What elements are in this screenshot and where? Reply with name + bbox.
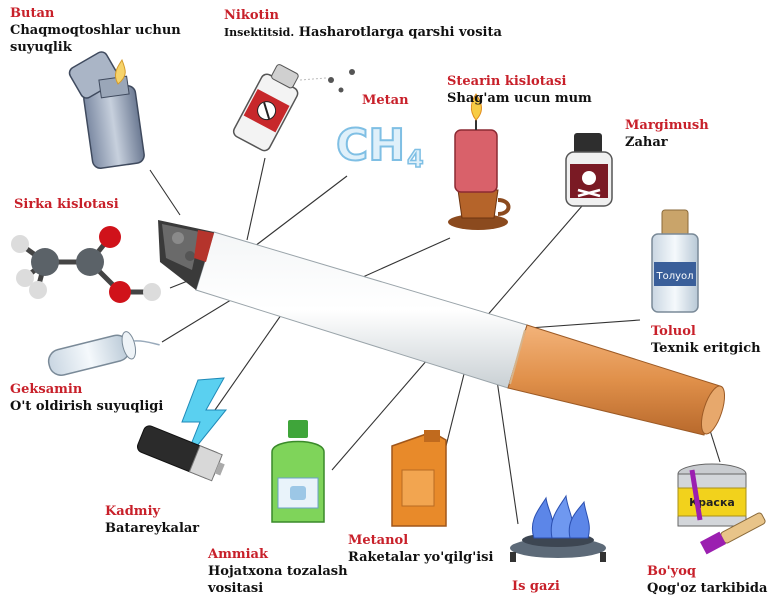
toluol-desc: Texnik eritgich <box>651 341 761 356</box>
kadmiy-title: Kadmiy <box>105 504 161 519</box>
label-nikotin: Nikotin Insektitsid. Hasharotlarga qarsh… <box>224 7 502 41</box>
isgazi-title: Is gazi <box>512 579 560 594</box>
metanol-desc: Raketalar yo'qilg'isi <box>348 550 494 565</box>
paint-can-icon: Краска <box>677 463 766 555</box>
methane-formula-text: CH <box>336 120 405 171</box>
label-boyoq: Bo'yoq Qog'oz tarkibida <box>647 563 767 597</box>
methane-formula-icon: CH 4 <box>335 119 424 174</box>
canister-icon <box>391 430 447 527</box>
metan-title: Metan <box>362 93 409 108</box>
geksamin-title: Geksamin <box>10 382 83 397</box>
toluene-bottle-icon: Толуол <box>651 209 699 313</box>
label-margimush: Margimush Zahar <box>625 117 709 151</box>
ammiak-title: Ammiak <box>208 547 268 562</box>
battery-icon <box>136 377 228 482</box>
label-toluol: Toluol Texnik eritgich <box>651 323 761 357</box>
nikotin-desc: Hasharotlarga qarshi vosita <box>298 25 502 40</box>
label-kadmiy: Kadmiy Batareykalar <box>105 503 199 537</box>
label-metan: Metan <box>362 92 409 109</box>
insect-icon <box>299 69 355 93</box>
label-sirka: Sirka kislotasi <box>14 196 119 213</box>
label-ammiak: Ammiak Hojatxona tozalash vositasi <box>208 546 348 597</box>
poison-bottle-icon <box>565 133 613 207</box>
butan-desc: Chaqmoqtoshlar uchun suyuqlik <box>10 23 181 55</box>
butan-title: Butan <box>10 6 55 21</box>
cigarette-icon <box>158 220 726 436</box>
margimush-desc: Zahar <box>625 135 668 150</box>
sirka-title: Sirka kislotasi <box>14 197 119 212</box>
boyoq-desc: Qog'oz tarkibida <box>647 581 768 596</box>
ammiak-desc: Hojatxona tozalash vositasi <box>208 564 348 596</box>
toluene-bottle-label: Толуол <box>655 271 693 282</box>
label-metanol: Metanol Raketalar yo'qilg'isi <box>348 532 493 566</box>
geksamin-desc: O't oldirish suyuqligi <box>10 399 164 414</box>
paint-can-label: Краска <box>689 496 735 509</box>
label-geksamin: Geksamin O't oldirish suyuqligi <box>10 381 163 415</box>
nikotin-title: Nikotin <box>224 8 279 23</box>
label-stearin: Stearin kislotasi Shag'am ucun mum <box>447 73 592 107</box>
label-butan: Butan Chaqmoqtoshlar uchun suyuqlik <box>10 5 190 56</box>
stearin-title: Stearin kislotasi <box>447 74 567 89</box>
toluol-title: Toluol <box>651 324 696 339</box>
margimush-title: Margimush <box>625 118 709 133</box>
boyoq-title: Bo'yoq <box>647 564 696 579</box>
methane-formula-sub: 4 <box>407 145 424 173</box>
stearin-desc: Shag'am ucun mum <box>447 91 592 106</box>
kadmiy-desc: Batareykalar <box>105 521 200 536</box>
gas-burner-icon <box>510 494 606 562</box>
nikotin-desc-small: Insektitsid. <box>224 26 295 39</box>
metanol-title: Metanol <box>348 533 409 548</box>
molecule-icon <box>11 226 161 303</box>
test-tube-icon <box>47 331 160 376</box>
spray-icon <box>232 64 299 152</box>
candle-icon <box>448 93 511 230</box>
label-isgazi: Is gazi <box>512 578 560 595</box>
cleaner-bottle-icon <box>271 420 325 523</box>
lighter-icon <box>68 51 145 169</box>
